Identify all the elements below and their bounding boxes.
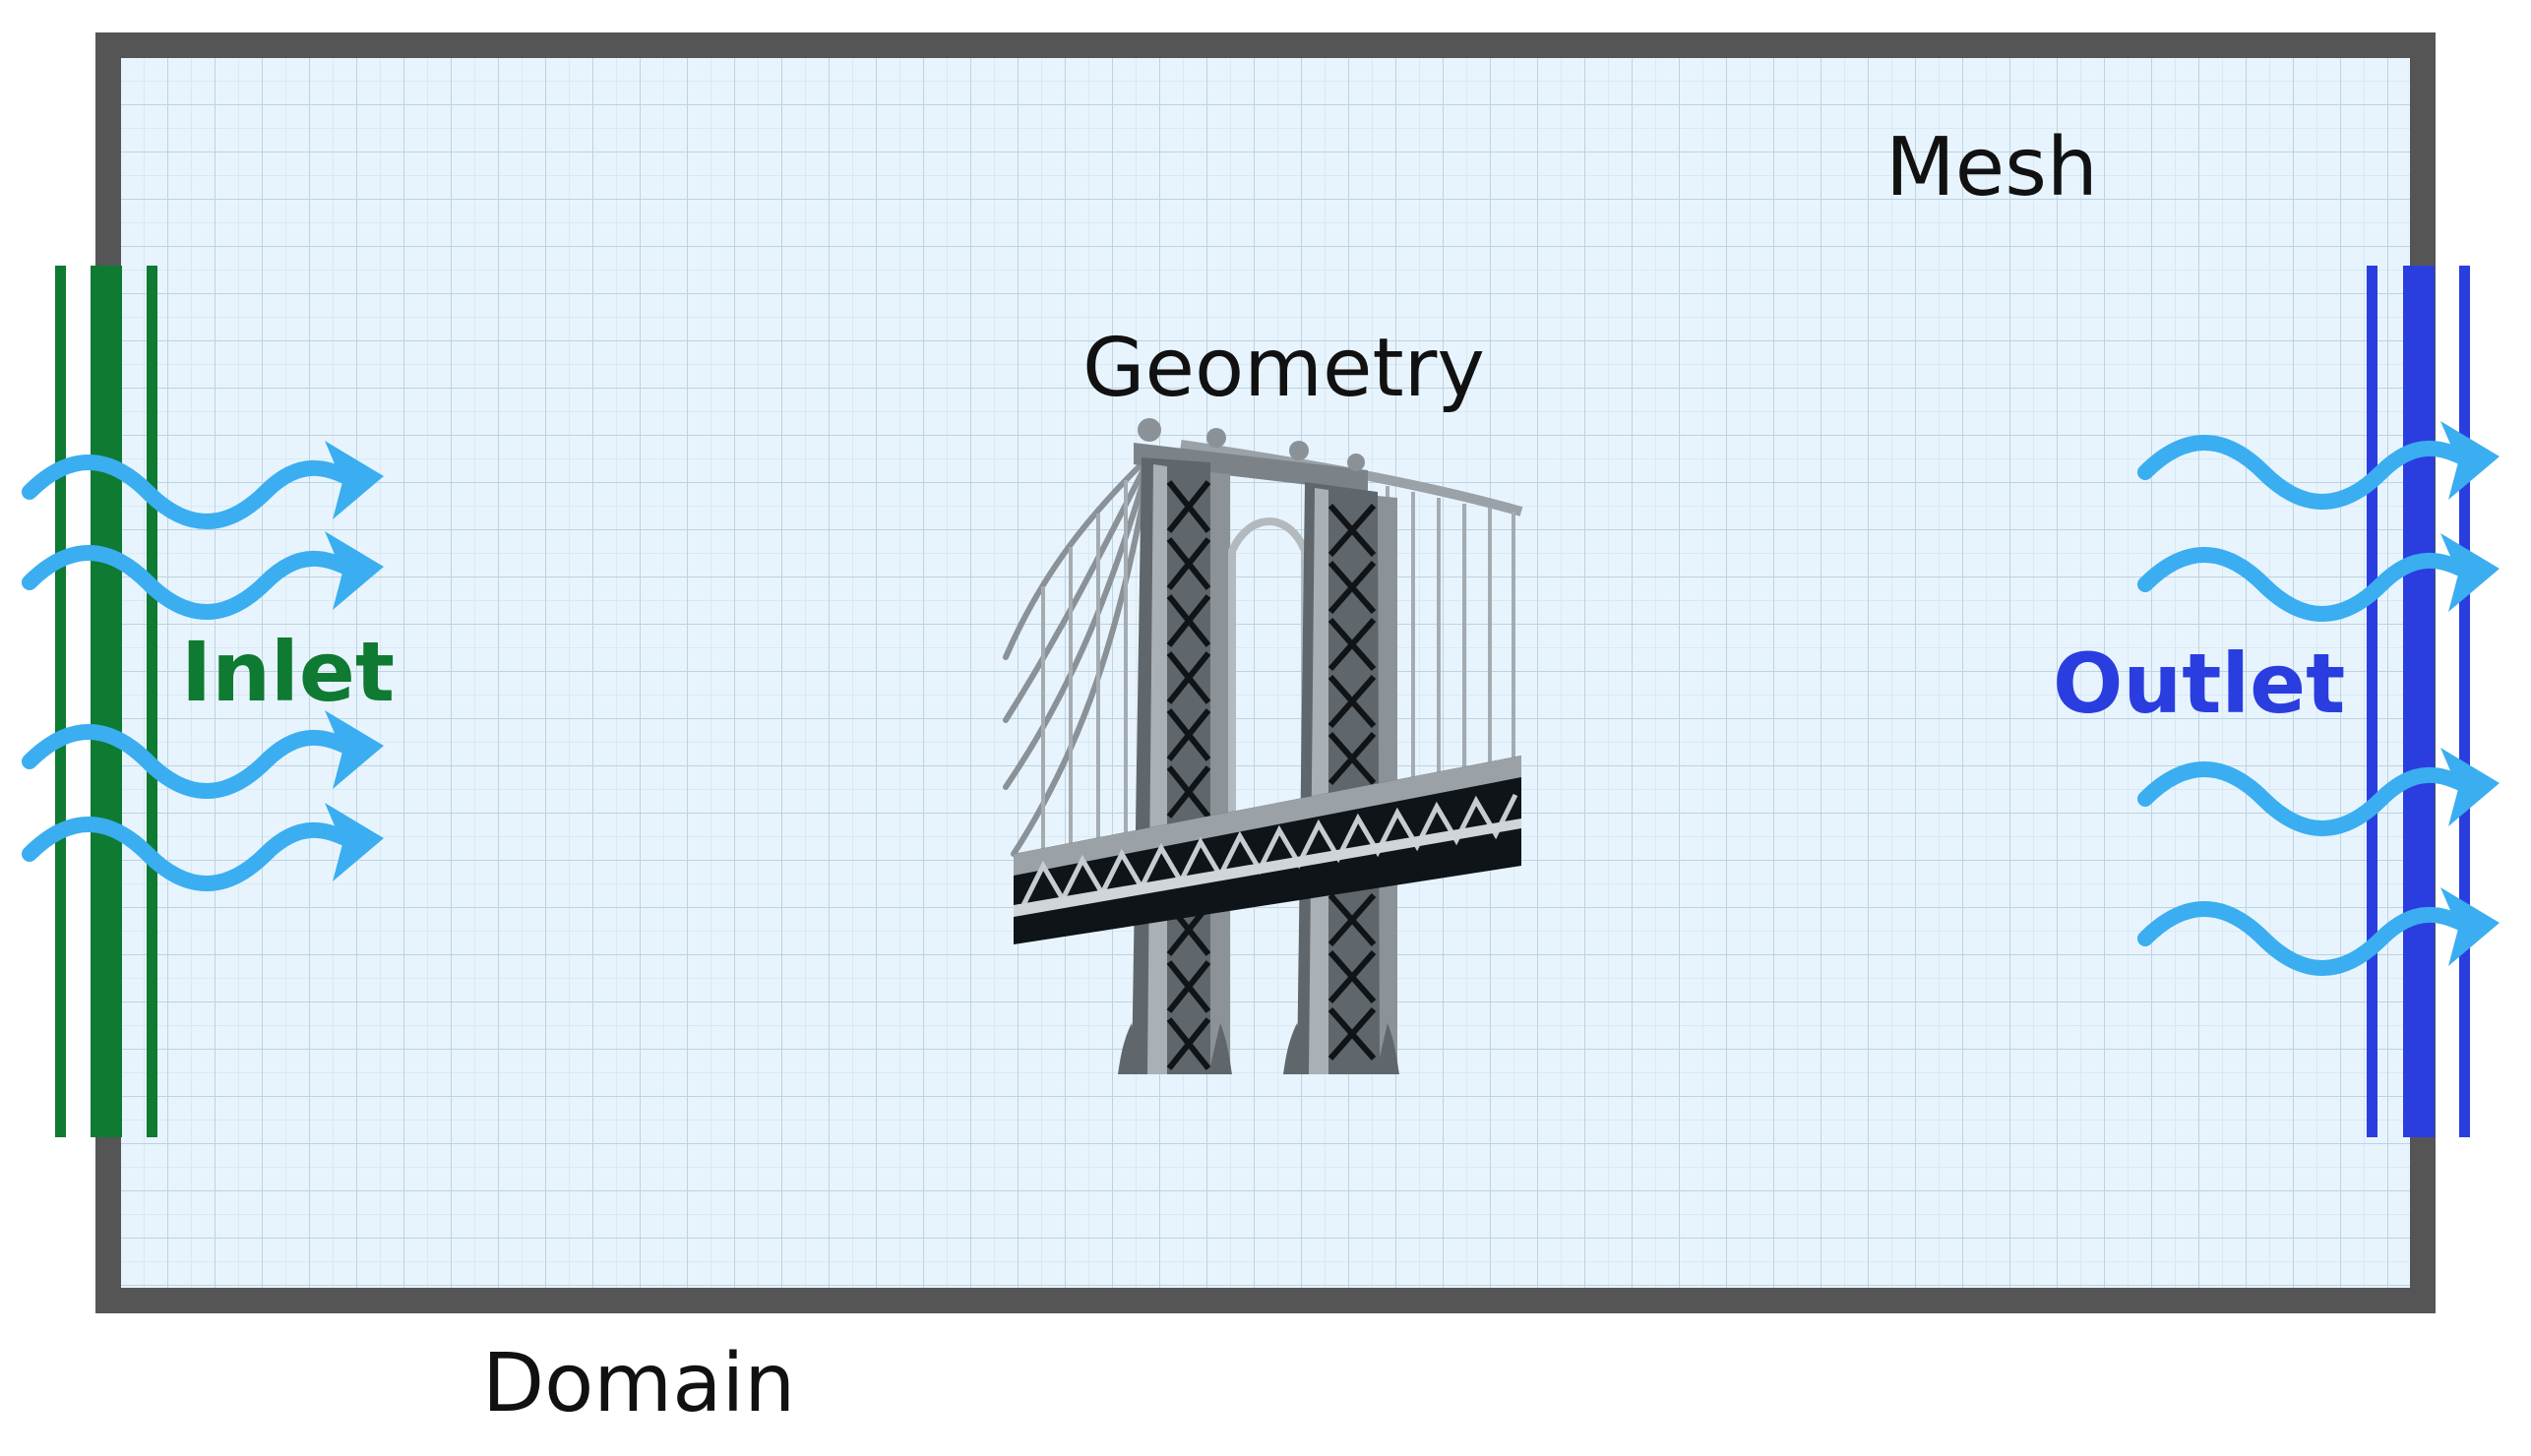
flow-arrow-icon	[2137, 421, 2500, 510]
flow-arrow-icon	[2137, 533, 2500, 622]
inlet-label: Inlet	[181, 624, 395, 720]
bridge-icon	[1003, 418, 1523, 1074]
outlet-line-thick	[2403, 266, 2435, 1137]
mesh-region	[108, 45, 2423, 1301]
domain-label: Domain	[482, 1337, 795, 1430]
mesh-label: Mesh	[1885, 121, 2098, 214]
flow-arrow-icon	[2137, 748, 2500, 836]
inlet-flow-arrows	[22, 441, 384, 891]
geometry-label: Geometry	[1082, 322, 1485, 415]
inlet-line-thin-left	[55, 266, 66, 1137]
flow-arrow-icon	[22, 531, 384, 620]
inlet-line-thin-right	[147, 266, 157, 1137]
outlet-boundary	[2367, 266, 2470, 1137]
outlet-line-thin-left	[2367, 266, 2377, 1137]
flow-arrow-icon	[22, 803, 384, 891]
flow-arrow-icon	[2137, 887, 2500, 976]
flow-arrow-icon	[22, 441, 384, 529]
flow-arrow-icon	[22, 710, 384, 799]
inlet-line-thick	[91, 266, 122, 1137]
outlet-flow-arrows	[2137, 421, 2500, 976]
outlet-label: Outlet	[2053, 636, 2345, 732]
outlet-line-thin-right	[2459, 266, 2470, 1137]
inlet-boundary	[55, 266, 157, 1137]
